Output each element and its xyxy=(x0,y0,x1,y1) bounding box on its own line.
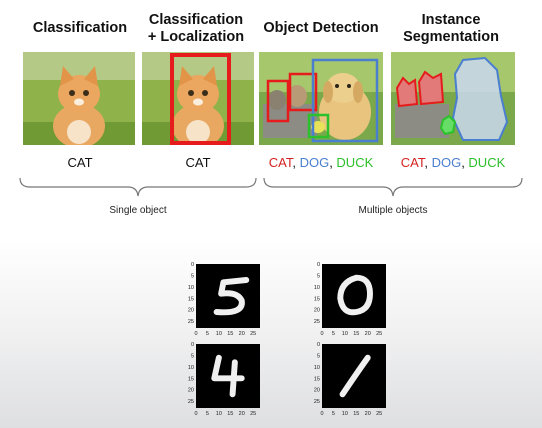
x-tick-label: 15 xyxy=(353,331,359,337)
y-tick-label: 15 xyxy=(188,376,194,382)
seg-sep-2: , xyxy=(461,155,469,170)
y-tick-label: 0 xyxy=(317,262,320,268)
y-tick-label: 20 xyxy=(188,388,194,394)
brace-single xyxy=(19,177,257,197)
det-sep-1: , xyxy=(292,155,300,170)
segment-cat-1 xyxy=(395,76,419,108)
x-tick-label: 5 xyxy=(332,411,335,417)
y-tick-label: 10 xyxy=(188,285,194,291)
y-tick-label: 0 xyxy=(317,342,320,348)
x-tick-label: 20 xyxy=(365,411,371,417)
y-tick-label: 10 xyxy=(188,365,194,371)
header-instance-line1: Instance xyxy=(421,12,481,28)
x-tick-label: 10 xyxy=(342,331,348,337)
x-tick-label: 25 xyxy=(250,331,256,337)
header-object-detection: Object Detection xyxy=(263,20,379,36)
det-dog-label: DOG xyxy=(299,155,330,170)
y-tick-label: 5 xyxy=(191,353,194,359)
y-tick-label: 20 xyxy=(314,388,320,394)
header-localization-line2: + Localization xyxy=(147,29,245,45)
instance-segmentation-image xyxy=(391,52,515,145)
det-cat-label: CAT xyxy=(268,155,293,170)
x-tick-label: 0 xyxy=(320,411,323,417)
x-tick-label: 15 xyxy=(227,411,233,417)
x-tick-label: 0 xyxy=(320,331,323,337)
localization-bounding-box xyxy=(170,53,231,145)
x-tick-label: 10 xyxy=(342,411,348,417)
y-tick-label: 5 xyxy=(191,273,194,279)
x-tick-label: 10 xyxy=(216,411,222,417)
x-tick-label: 5 xyxy=(206,411,209,417)
segmentation-labels: CAT, DOG, DUCK xyxy=(388,155,518,170)
y-tick-label: 15 xyxy=(314,296,320,302)
digit-stroke xyxy=(213,277,250,316)
digit-plot-1: 0 0 5 5 10 10 15 15 20 20 25 25 xyxy=(306,338,426,418)
x-tick-label: 20 xyxy=(365,331,371,337)
segment-cat-2 xyxy=(417,70,445,106)
x-tick-label: 15 xyxy=(227,331,233,337)
x-tick-label: 0 xyxy=(194,331,197,337)
x-tick-label: 20 xyxy=(239,411,245,417)
brace-multiple xyxy=(263,177,523,197)
header-localization: Classification + Localization xyxy=(136,12,256,46)
x-tick-label: 10 xyxy=(216,331,222,337)
y-tick-label: 20 xyxy=(188,308,194,314)
y-tick-label: 10 xyxy=(314,285,320,291)
cat-image-localization xyxy=(142,52,254,145)
digit-stroke xyxy=(339,354,371,398)
digit-plot-5: 0 0 5 5 10 10 15 15 20 20 25 25 xyxy=(180,258,300,338)
header-localization-line1: Classification xyxy=(148,12,244,28)
x-tick-label: 25 xyxy=(250,411,256,417)
header-instance-segmentation: Instance Segmentation xyxy=(388,12,514,46)
object-detection-image xyxy=(259,52,383,145)
y-tick-label: 20 xyxy=(314,308,320,314)
header-instance-line2: Segmentation xyxy=(403,29,499,45)
x-tick-label: 25 xyxy=(376,411,382,417)
digit-plot-4: 0 0 5 5 10 10 15 15 20 20 25 25 xyxy=(180,338,300,418)
y-tick-label: 25 xyxy=(188,319,194,325)
x-tick-label: 0 xyxy=(194,411,197,417)
seg-duck-label: DUCK xyxy=(468,155,506,170)
seg-dog-label: DOG xyxy=(431,155,462,170)
y-tick-label: 5 xyxy=(317,273,320,279)
y-tick-label: 0 xyxy=(191,342,194,348)
y-tick-label: 5 xyxy=(317,353,320,359)
caption-single-object: Single object xyxy=(109,205,167,216)
caption-multiple-objects: Multiple objects xyxy=(358,205,428,216)
detection-labels: CAT, DOG, DUCK xyxy=(256,155,386,170)
x-tick-label: 15 xyxy=(353,411,359,417)
digit-stroke xyxy=(337,274,373,316)
segment-dog xyxy=(451,56,509,141)
detection-box-cat-2 xyxy=(288,72,318,112)
cat-image-classification xyxy=(23,52,135,145)
y-tick-label: 15 xyxy=(314,376,320,382)
detection-box-duck xyxy=(307,113,330,139)
det-sep-2: , xyxy=(329,155,337,170)
det-duck-label: DUCK xyxy=(336,155,374,170)
digit-plot-0: 0 0 5 5 10 10 15 15 20 20 25 25 xyxy=(306,258,426,338)
seg-sep-1: , xyxy=(424,155,432,170)
detection-box-dog xyxy=(311,58,379,143)
y-tick-label: 0 xyxy=(191,262,194,268)
digit-stroke xyxy=(211,354,245,398)
y-tick-label: 25 xyxy=(314,319,320,325)
header-classification: Classification xyxy=(32,20,128,36)
y-tick-label: 15 xyxy=(188,296,194,302)
seg-cat-label: CAT xyxy=(400,155,425,170)
x-tick-label: 5 xyxy=(206,331,209,337)
segment-duck xyxy=(439,114,457,136)
localization-label: CAT xyxy=(185,155,211,170)
detection-box-cat-1 xyxy=(266,79,290,123)
classification-label: CAT xyxy=(67,155,93,170)
x-tick-label: 5 xyxy=(332,331,335,337)
y-tick-label: 25 xyxy=(188,399,194,405)
x-tick-label: 25 xyxy=(376,331,382,337)
y-tick-label: 25 xyxy=(314,399,320,405)
x-tick-label: 20 xyxy=(239,331,245,337)
y-tick-label: 10 xyxy=(314,365,320,371)
